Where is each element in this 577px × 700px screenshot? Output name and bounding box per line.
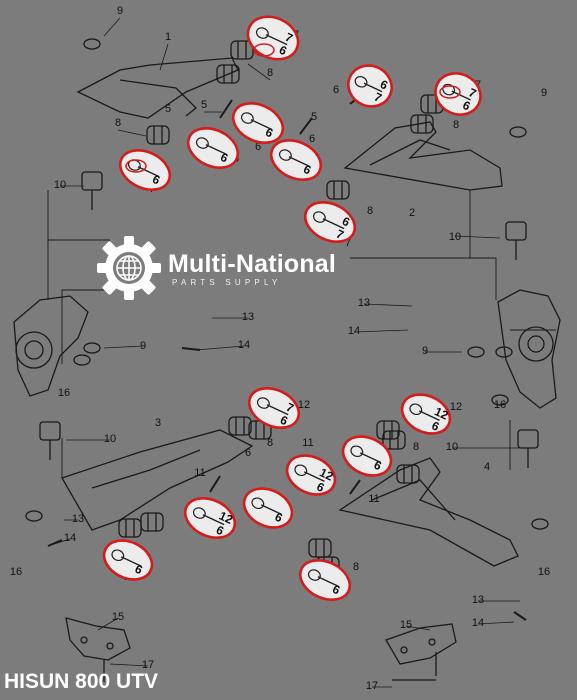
highlighted-bolt-kit: 6	[186, 127, 240, 169]
brand-logo: Multi-National PARTS SUPPLY	[96, 232, 354, 304]
oval-number: 12	[432, 404, 450, 422]
callout-number: 6	[333, 84, 339, 96]
callout-number: 7	[345, 237, 351, 249]
callout-number: 5	[311, 111, 317, 123]
highlighted-bolt-kit: 6	[118, 149, 172, 191]
callout-number: 5	[201, 99, 207, 111]
callout-number: 10	[446, 441, 458, 453]
callout-number: 6	[245, 447, 251, 459]
callout-number: 12	[298, 399, 310, 411]
callout-number: 2	[409, 207, 415, 219]
callout-number: 9	[541, 87, 547, 99]
callout-number: 10	[104, 433, 116, 445]
callout-number: 10	[449, 231, 461, 243]
highlighted-bolt-kit: 6	[341, 435, 393, 477]
brand-subtitle: PARTS SUPPLY	[172, 278, 282, 287]
callout-number: 14	[238, 339, 250, 351]
highlighted-bolt-kit: 76	[246, 15, 300, 61]
callout-number: 1	[165, 31, 171, 43]
callout-number: 8	[353, 561, 359, 573]
callout-number: 4	[484, 461, 490, 473]
callout-number: 11	[368, 493, 379, 505]
highlighted-bolt-kit	[125, 159, 147, 173]
highlighted-bolt-kit: 6	[298, 559, 352, 601]
callout-number: 8	[453, 119, 459, 131]
callout-number: 8	[413, 441, 419, 453]
callout-number: 16	[58, 387, 70, 399]
callout-number: 8	[115, 117, 121, 129]
callout-number: 11	[302, 437, 313, 449]
callout-number: 16	[10, 566, 22, 578]
highlighted-bolt-kit: 67	[347, 64, 393, 108]
highlighted-bolt-kit: 67	[303, 201, 357, 243]
callout-number: 13	[242, 311, 254, 323]
highlighted-bolt-kit: 126	[400, 393, 452, 435]
callout-number: 8	[267, 67, 273, 79]
callout-number: 9	[422, 345, 428, 357]
callout-number: 5	[165, 103, 171, 115]
suspension-linework	[13, 17, 561, 688]
callout-number: 10	[54, 179, 66, 191]
callout-number: 9	[117, 5, 123, 17]
callout-number: 6	[309, 133, 315, 145]
callout-number: 13	[358, 297, 370, 309]
callout-number: 17	[142, 659, 154, 671]
callout-number: 13	[472, 594, 484, 606]
callout-number: 16	[494, 399, 506, 411]
highlighted-bolt-kit: 126	[183, 497, 237, 539]
callout-number: 16	[538, 566, 550, 578]
callout-number: 15	[400, 619, 412, 631]
callout-number: 14	[472, 617, 484, 629]
callout-number: 15	[112, 611, 124, 623]
highlighted-bolt-kit: 6	[102, 539, 154, 581]
callout-number: 8	[267, 437, 273, 449]
callout-number: 6	[255, 141, 261, 153]
callout-number: 17	[366, 680, 378, 692]
callout-number: 14	[348, 325, 360, 337]
highlighted-bolt-kit	[439, 85, 461, 99]
callout-number: 8	[367, 205, 373, 217]
model-title: HISUN 800 UTV	[4, 670, 159, 693]
oval-number: 12	[217, 509, 235, 527]
highlighted-bolt-kit: 126	[285, 454, 337, 496]
highlighted-bolt-kit	[253, 43, 275, 57]
callout-number: 9	[140, 340, 146, 352]
callout-number: 11	[194, 467, 205, 479]
gear-globe-icon	[97, 236, 161, 300]
callout-number: 12	[450, 401, 462, 413]
brand-name: Multi-National	[168, 250, 337, 278]
highlighted-bolt-kit: 6	[269, 139, 323, 181]
oval-number: 12	[317, 465, 335, 483]
highlighted-bolt-kit: 6	[242, 487, 294, 529]
callout-number: 14	[64, 532, 76, 544]
highlighted-bolt-kit: 6	[231, 102, 285, 144]
callout-number: 3	[155, 417, 161, 429]
highlighted-bolt-kit: 76	[434, 72, 482, 116]
highlighted-bolt-kit: 76	[247, 387, 301, 429]
callout-number: 13	[72, 513, 84, 525]
